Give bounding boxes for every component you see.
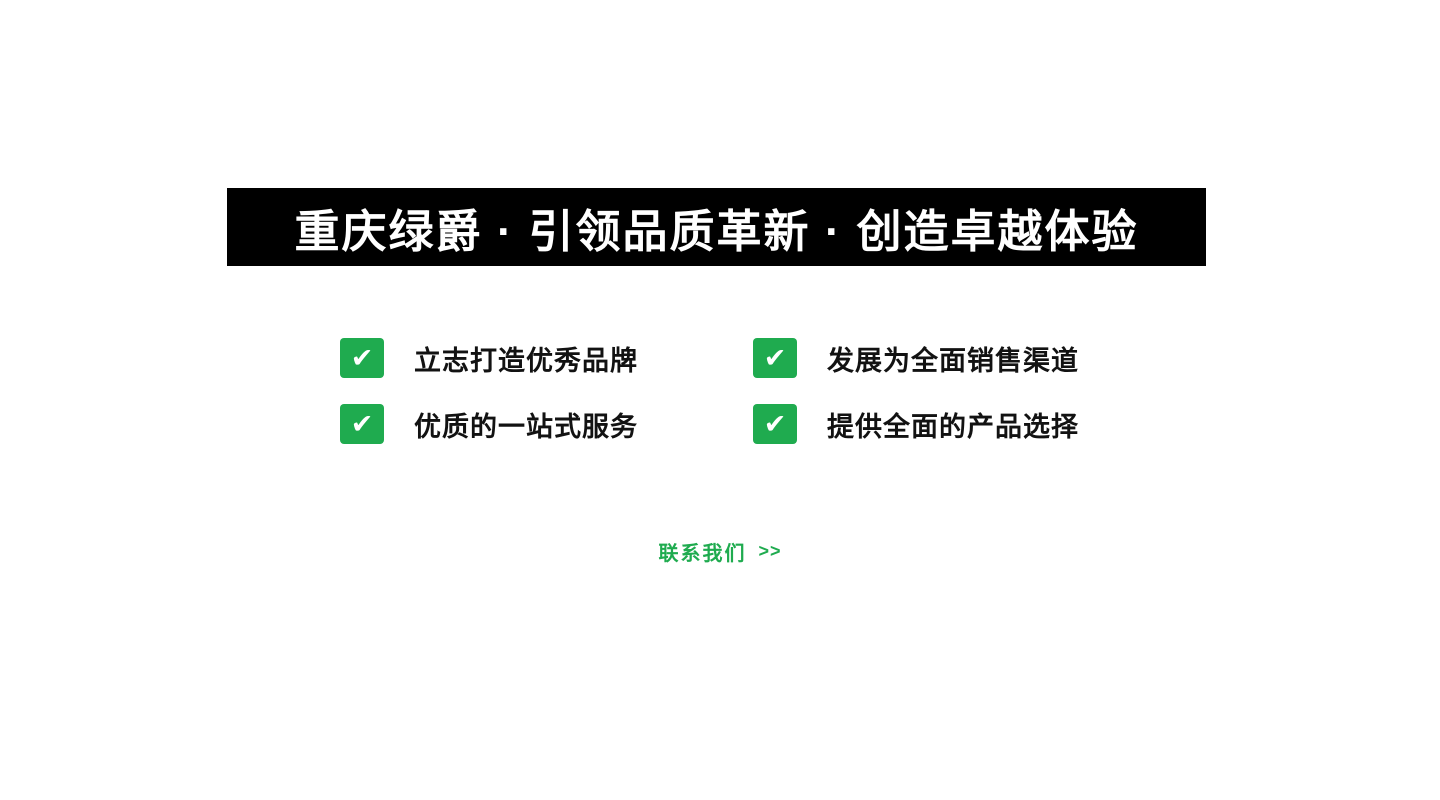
contact-us-link[interactable]: 联系我们 >> [658, 537, 781, 566]
checkmark-icon: ✔ [753, 404, 797, 444]
feature-label: 优质的一站式服务 [414, 411, 638, 442]
feature-label: 发展为全面销售渠道 [827, 345, 1079, 376]
page-title: 重庆绿爵 · 引领品质革新 · 创造卓越体验 [294, 205, 1139, 257]
contact-section: 联系我们 >> [0, 537, 1440, 566]
checkmark-icon: ✔ [340, 338, 384, 378]
feature-item: ✔ 立志打造优秀品牌 [340, 338, 638, 378]
double-chevron-right-icon: >> [758, 541, 782, 561]
contact-us-label: 联系我们 [658, 543, 747, 565]
feature-label: 立志打造优秀品牌 [414, 345, 638, 376]
feature-item: ✔ 优质的一站式服务 [340, 404, 638, 444]
checkmark-icon: ✔ [340, 404, 384, 444]
feature-item: ✔ 发展为全面销售渠道 [753, 338, 1079, 378]
feature-label: 提供全面的产品选择 [827, 411, 1079, 442]
headline-banner: 重庆绿爵 · 引领品质革新 · 创造卓越体验 [227, 188, 1206, 266]
feature-item: ✔ 提供全面的产品选择 [753, 404, 1079, 444]
checkmark-icon: ✔ [753, 338, 797, 378]
